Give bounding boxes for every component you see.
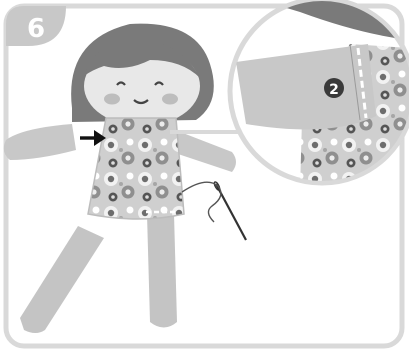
callout-number: 2 <box>329 82 339 98</box>
left-cheek <box>104 94 120 105</box>
right-cheek <box>162 94 178 105</box>
right-leg <box>147 214 177 328</box>
floral-dress-body <box>88 118 184 219</box>
step-number: 6 <box>27 14 45 44</box>
